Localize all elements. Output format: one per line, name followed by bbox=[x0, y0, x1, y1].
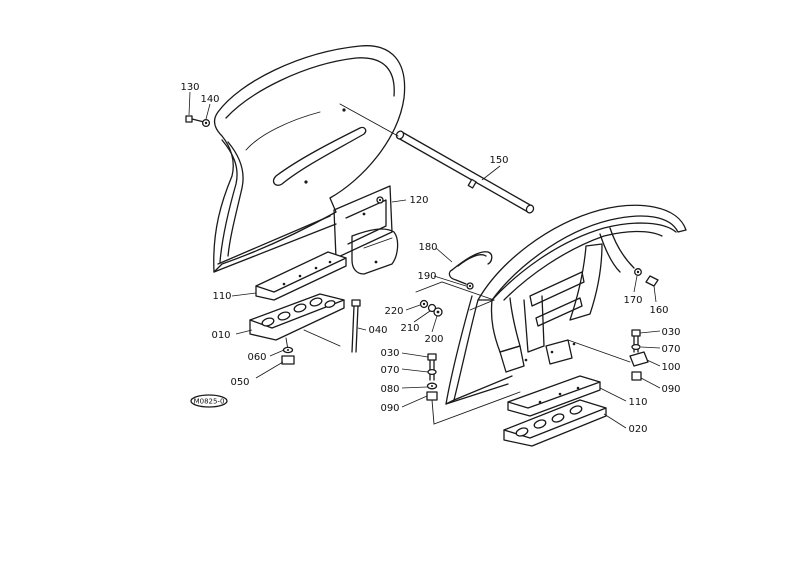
callout-040: 040 bbox=[368, 325, 387, 336]
hardware-220-210-200 bbox=[405, 299, 443, 333]
bolt-130-140 bbox=[185, 91, 211, 128]
callout-090-center: 090 bbox=[380, 403, 399, 414]
callout-100: 100 bbox=[661, 362, 680, 373]
callout-170: 170 bbox=[623, 295, 642, 306]
callout-060: 060 bbox=[247, 352, 266, 363]
callout-090-right: 090 bbox=[661, 384, 680, 395]
callout-020: 020 bbox=[628, 424, 647, 435]
callout-080: 080 bbox=[380, 384, 399, 395]
callout-labels: 130 140 150 120 110 010 040 060 050 180 … bbox=[180, 82, 680, 435]
callout-160: 160 bbox=[649, 305, 668, 316]
washer-060-nut-050 bbox=[255, 346, 295, 379]
callout-210: 210 bbox=[400, 323, 419, 334]
callout-050: 050 bbox=[230, 377, 249, 388]
callout-070-center: 070 bbox=[380, 365, 399, 376]
hardware-170-160 bbox=[633, 268, 659, 303]
right-plate-110 bbox=[507, 375, 627, 417]
handle-180-bolt-190 bbox=[415, 247, 496, 311]
callout-010: 010 bbox=[211, 330, 230, 341]
cross-rod-150 bbox=[339, 103, 535, 214]
right-step-020 bbox=[503, 399, 627, 447]
callout-110-left: 110 bbox=[212, 291, 231, 302]
left-fender bbox=[213, 45, 406, 273]
right-fender bbox=[445, 204, 687, 405]
callout-120: 120 bbox=[409, 195, 428, 206]
callout-110-right: 110 bbox=[628, 397, 647, 408]
callout-130: 130 bbox=[180, 82, 199, 93]
right-bolt-stack bbox=[567, 329, 661, 389]
callout-180: 180 bbox=[418, 242, 437, 253]
callout-150: 150 bbox=[489, 155, 508, 166]
figure-code: M0825-0 bbox=[194, 398, 225, 406]
callout-200: 200 bbox=[424, 334, 443, 345]
figure-code-tag: M0825-0 bbox=[190, 394, 228, 408]
center-bolt-stack bbox=[401, 352, 521, 425]
callout-070-right: 070 bbox=[661, 344, 680, 355]
left-plate-110 bbox=[231, 251, 347, 301]
callout-030-right: 030 bbox=[661, 327, 680, 338]
bolt-040 bbox=[351, 299, 367, 353]
bracket-120 bbox=[333, 185, 407, 275]
callout-190: 190 bbox=[417, 271, 436, 282]
left-step-010 bbox=[235, 293, 345, 351]
callout-030-center: 030 bbox=[380, 348, 399, 359]
callout-140: 140 bbox=[200, 94, 219, 105]
callout-220: 220 bbox=[384, 306, 403, 317]
